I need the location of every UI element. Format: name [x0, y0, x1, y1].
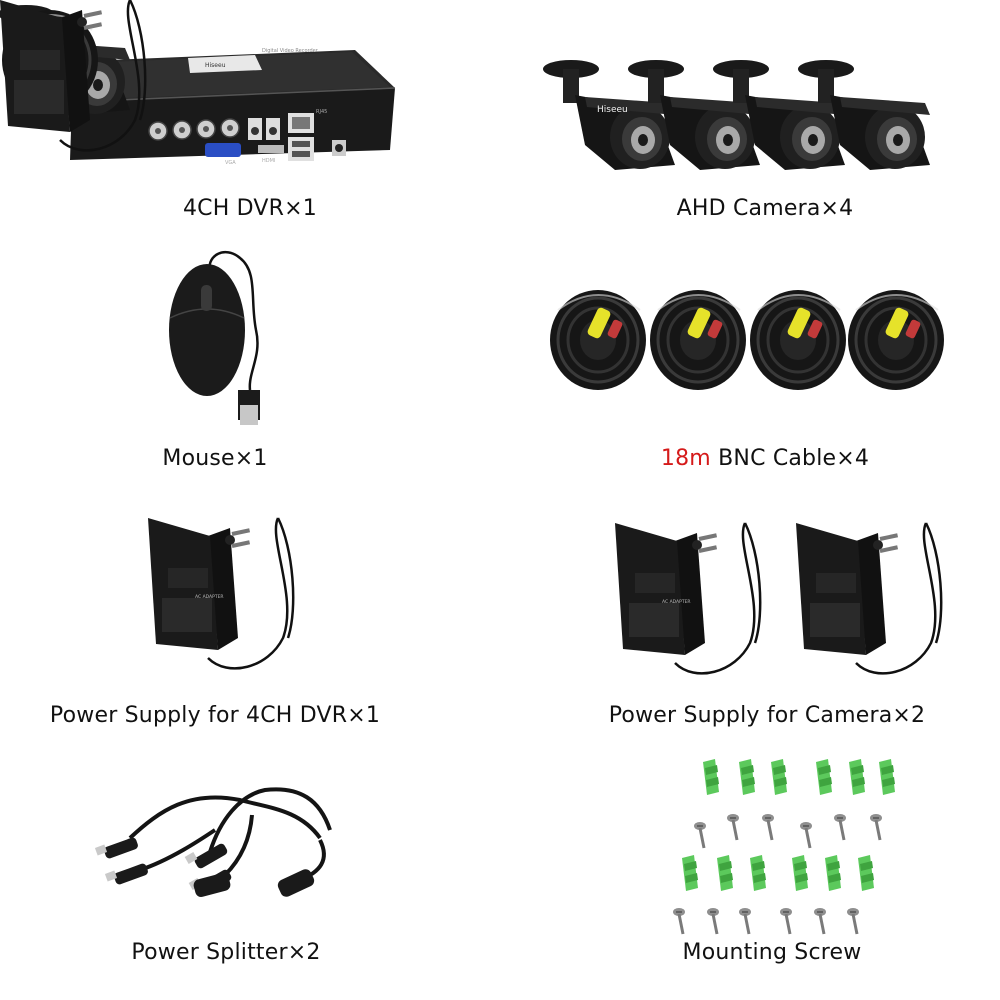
dvr-power-caption: Power Supply for 4CH DVR×1	[49, 703, 381, 728]
splitter-caption: Power Splitter×2	[131, 940, 321, 965]
camera-caption: AHD Camera×4	[676, 196, 854, 221]
dvr-adapter-label: AC ADAPTER	[195, 594, 224, 600]
camera-adapter-label: AC ADAPTER	[662, 599, 691, 605]
mouse-image	[169, 251, 260, 425]
cable-length-highlight: 18m	[660, 446, 711, 471]
cable-caption-text: BNC Cable×4	[710, 446, 870, 471]
screws-caption: Mounting Screw	[682, 940, 862, 965]
bnc-cable-caption: 18m BNC Cable×4	[515, 446, 1000, 471]
dvr-device-label: Digital Video Recorder	[262, 48, 319, 54]
camera-power-image: AC ADAPTER	[613, 521, 943, 675]
dvr-power-image: AC ADAPTER	[0, 0, 295, 670]
dvr-brand-label: Hiseeu	[205, 62, 226, 69]
rj45-label: RJ45	[316, 109, 327, 115]
hdmi-label: HDMI	[262, 158, 275, 164]
camera-power-caption: Power Supply for Camera×2	[608, 703, 926, 728]
camera-brand-label: Hiseeu	[597, 105, 628, 115]
dvr-caption: 4CH DVR×1	[182, 196, 317, 221]
vga-label: VGA	[225, 160, 236, 166]
mouse-caption: Mouse×1	[162, 446, 268, 471]
